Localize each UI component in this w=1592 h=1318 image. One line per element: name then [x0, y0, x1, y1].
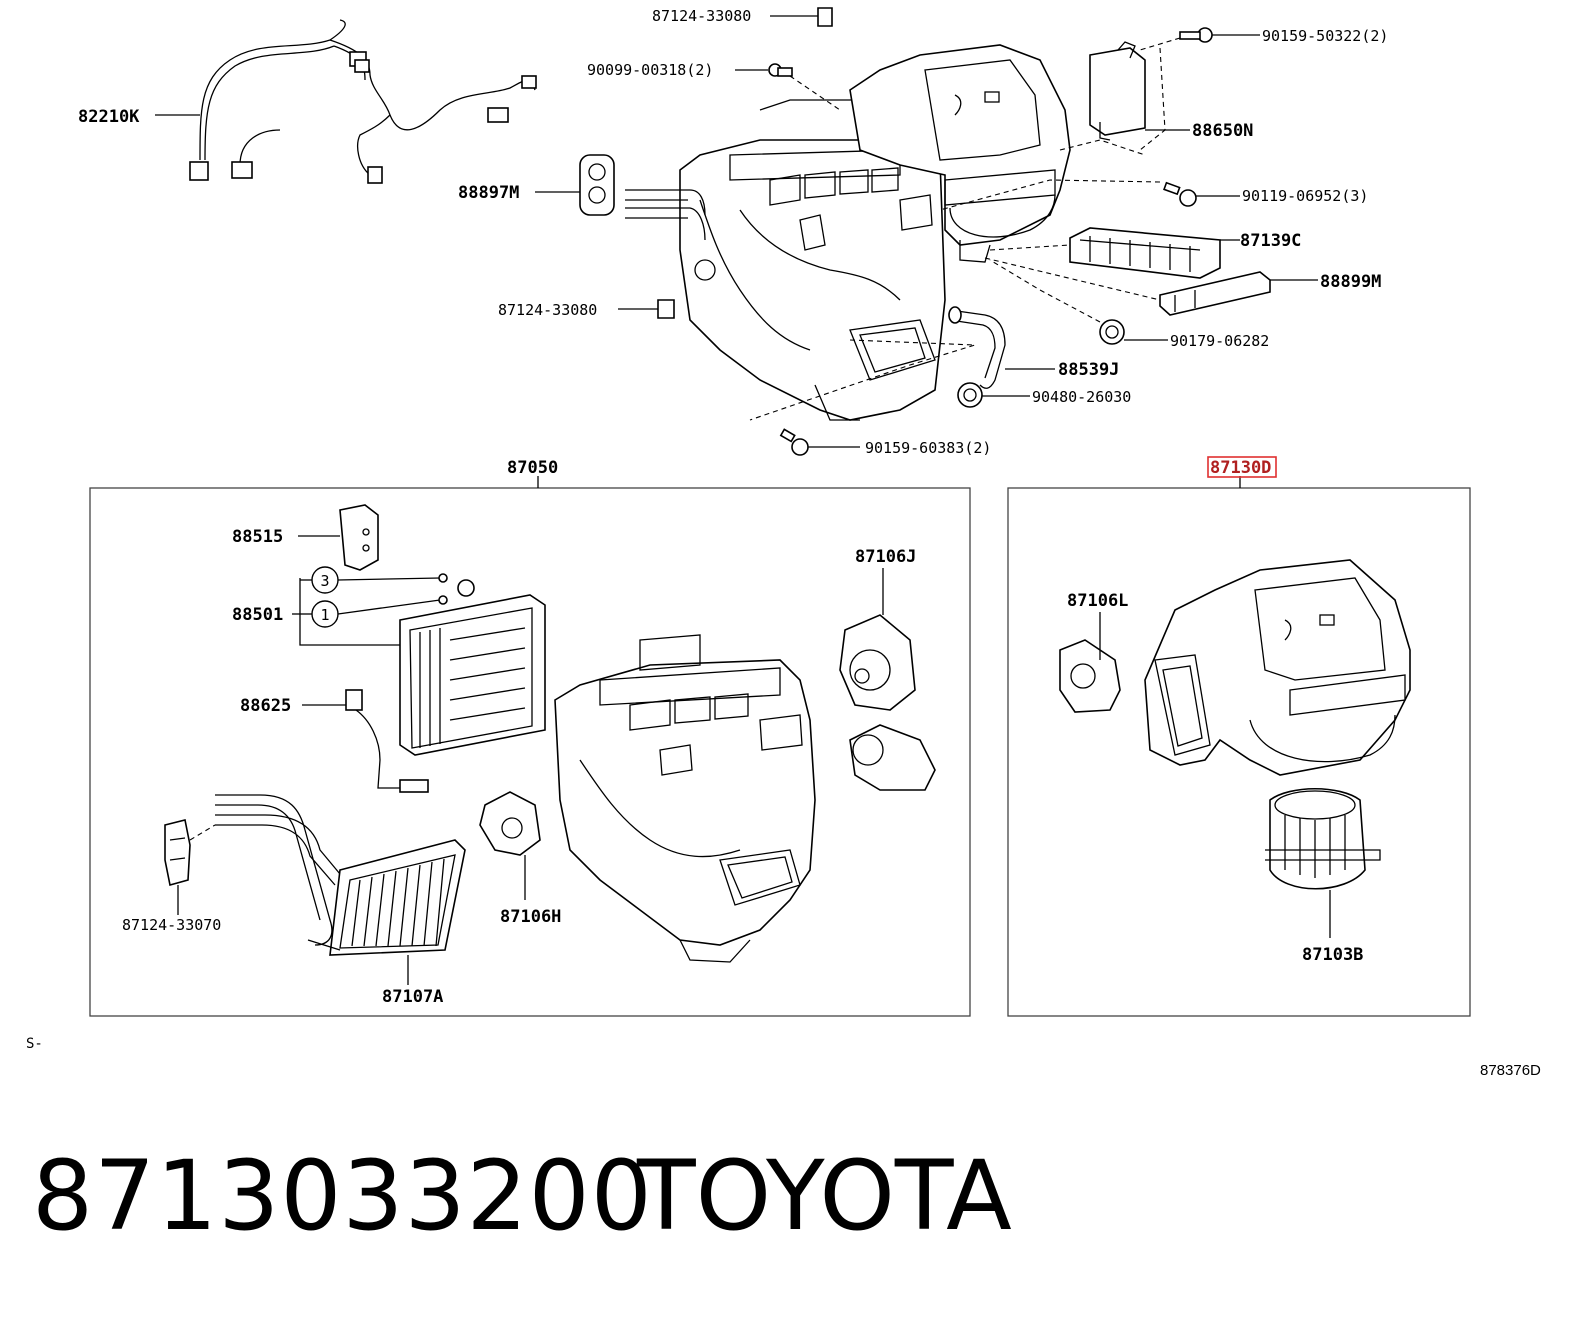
heater-core-part[interactable]: [215, 794, 466, 956]
pipe-stubs[interactable]: [625, 189, 706, 241]
blower-housing-part[interactable]: [1144, 559, 1411, 776]
assembly-87130D-frame: [1007, 487, 1471, 1017]
blower-housing-top[interactable]: [849, 44, 1071, 263]
grommet-part[interactable]: [579, 154, 615, 216]
screw-part-90159-50322[interactable]: [1179, 27, 1213, 43]
label-88539J[interactable]: 88539J: [1058, 360, 1119, 380]
evaporator-part[interactable]: [399, 579, 546, 756]
label-87107A[interactable]: 87107A: [382, 987, 443, 1007]
grommet-part-90480[interactable]: [957, 382, 983, 408]
label-88501[interactable]: 88501: [232, 605, 283, 625]
filter-cover-part[interactable]: [1159, 271, 1271, 316]
label-90099-00318[interactable]: 90099-00318(2): [587, 61, 713, 79]
label-82210K[interactable]: 82210K: [78, 107, 140, 127]
label-88897M[interactable]: 88897M: [458, 183, 519, 203]
screw-part-90099[interactable]: [768, 63, 793, 77]
temp-sensor-part[interactable]: [345, 689, 429, 793]
diagram-code: 878376D: [1480, 1062, 1541, 1079]
drain-hose-part[interactable]: [948, 306, 1006, 389]
label-90480-26030[interactable]: 90480-26030: [1032, 388, 1131, 406]
pad-part-top[interactable]: [817, 7, 833, 27]
pad-part-mid[interactable]: [657, 299, 675, 319]
label-87103B[interactable]: 87103B: [1302, 945, 1363, 965]
assembly-87050-frame: [89, 487, 971, 1017]
label-87106J[interactable]: 87106J: [855, 547, 916, 567]
corner-mark: S-: [26, 1036, 43, 1052]
callout-circle-1-text: 1: [320, 606, 329, 624]
wire-harness-part[interactable]: [189, 19, 537, 184]
highlight-box-87130D: [1207, 456, 1277, 478]
label-90179-06282[interactable]: 90179-06282: [1170, 332, 1269, 350]
pipe-clamp-part[interactable]: [164, 819, 191, 887]
servo-motor-h[interactable]: [479, 791, 541, 856]
heater-unit-assembly[interactable]: [679, 99, 946, 421]
servo-motor-l[interactable]: [1059, 639, 1121, 713]
label-90159-60383[interactable]: 90159-60383(2): [865, 439, 991, 457]
label-87124-33070[interactable]: 87124-33070: [122, 916, 221, 934]
expansion-valve-part[interactable]: [339, 504, 379, 571]
label-90159-50322[interactable]: 90159-50322(2): [1262, 27, 1388, 45]
heater-unit-part[interactable]: [554, 634, 816, 963]
label-88515[interactable]: 88515: [232, 527, 283, 547]
label-87050[interactable]: 87050: [507, 458, 558, 478]
screw-part-90159-60383[interactable]: [779, 428, 809, 456]
filter-part[interactable]: [1069, 227, 1221, 279]
callout-circle-3-text: 3: [320, 572, 329, 590]
label-87124-33080-mid[interactable]: 87124-33080: [498, 301, 597, 319]
nut-part-90179[interactable]: [1099, 319, 1125, 345]
screw-part-90119[interactable]: [1163, 181, 1197, 207]
label-90119-06952[interactable]: 90119-06952(3): [1242, 187, 1368, 205]
label-88899M[interactable]: 88899M: [1320, 272, 1381, 292]
label-87106L[interactable]: 87106L: [1067, 591, 1128, 611]
footer-part-number: 8713033200: [32, 1140, 653, 1252]
label-88625[interactable]: 88625: [240, 696, 291, 716]
callout-circle-1: 1: [311, 600, 339, 628]
blower-motor-part[interactable]: [1265, 787, 1381, 890]
amplifier-part[interactable]: [1089, 41, 1146, 141]
label-87124-33080-top[interactable]: 87124-33080: [652, 7, 751, 25]
callout-circle-3: 3: [311, 566, 339, 594]
label-87139C[interactable]: 87139C: [1240, 231, 1301, 251]
label-87130D[interactable]: 87130D: [1210, 458, 1271, 478]
label-88650N[interactable]: 88650N: [1192, 121, 1253, 141]
footer-brand: TOYOTA: [637, 1140, 1012, 1252]
label-87106H[interactable]: 87106H: [500, 907, 561, 927]
servo-motor-j[interactable]: [839, 614, 936, 791]
